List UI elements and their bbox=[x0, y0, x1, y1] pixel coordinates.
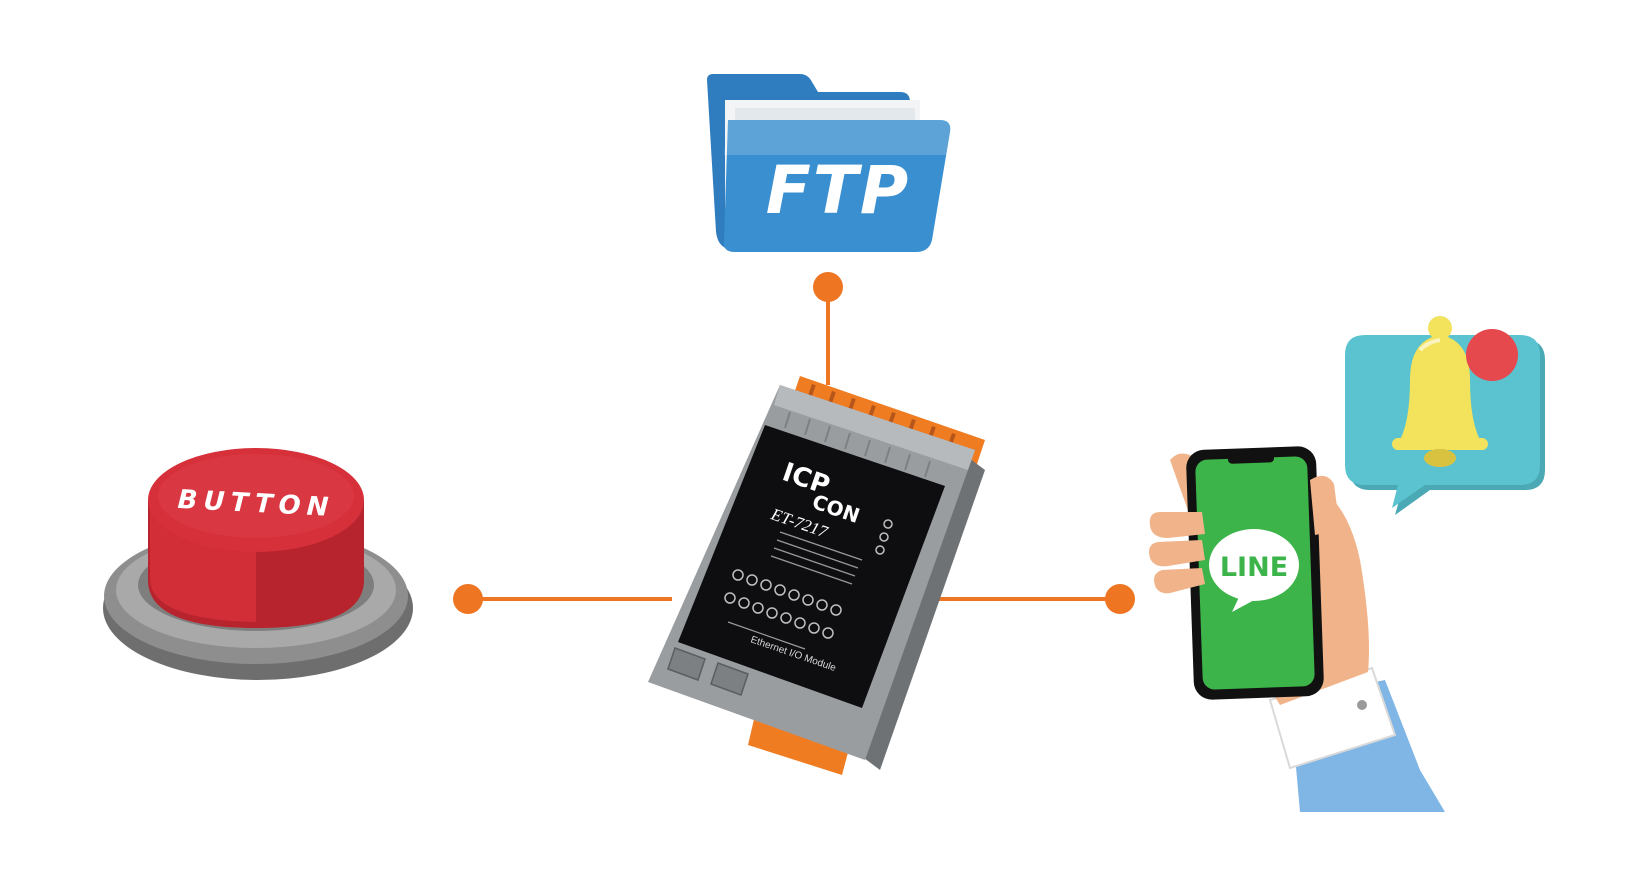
notification-badge bbox=[1466, 329, 1518, 381]
connector-dot-phone bbox=[1105, 584, 1135, 614]
ftp-folder-icon: FTP bbox=[707, 74, 951, 252]
io-module-icon: ICP CON ET-7217 Ethernet I/O Module bbox=[648, 376, 985, 775]
ftp-label: FTP bbox=[766, 152, 910, 229]
connector-dot-ftp bbox=[813, 272, 843, 302]
smartphone-icon: LINE bbox=[1186, 446, 1324, 700]
fingers bbox=[1149, 475, 1340, 594]
line-app-label: LINE bbox=[1220, 552, 1288, 583]
bell-notification-icon bbox=[1345, 316, 1545, 515]
push-button-icon: BUTTON bbox=[103, 448, 413, 680]
connectors bbox=[453, 272, 1135, 614]
connector-dot-button bbox=[453, 584, 483, 614]
